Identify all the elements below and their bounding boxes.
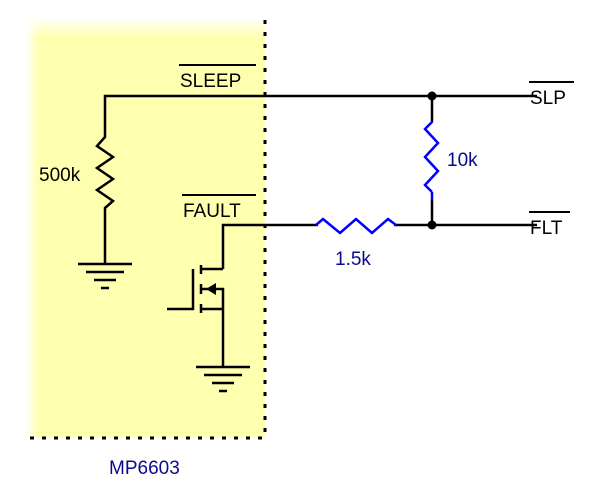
resistor-label-10k: 10k bbox=[447, 150, 478, 171]
pin-label-sleep: SLEEP bbox=[180, 71, 241, 92]
resistor-label-1-5k: 1.5k bbox=[335, 249, 371, 270]
chip-body bbox=[26, 16, 267, 440]
fault-net bbox=[221, 223, 537, 269]
junction-dot-flt bbox=[427, 220, 437, 230]
chip-name-label: MP6603 bbox=[109, 458, 180, 479]
overbars bbox=[179, 64, 574, 213]
ground-symbol-1 bbox=[78, 262, 132, 290]
pulldown-resistor bbox=[94, 130, 116, 263]
sleep-net bbox=[103, 94, 537, 130]
output-label-flt: FLT bbox=[530, 218, 563, 239]
pin-label-fault: FAULT bbox=[183, 201, 241, 222]
junction-dot-slp bbox=[427, 91, 437, 101]
series-resistor bbox=[315, 217, 397, 235]
ground-symbol-2 bbox=[196, 365, 250, 393]
mosfet bbox=[167, 265, 225, 366]
pullup-resistor bbox=[423, 96, 440, 225]
output-label-slp: SLP bbox=[530, 88, 566, 109]
resistor-label-500k: 500k bbox=[39, 165, 81, 186]
